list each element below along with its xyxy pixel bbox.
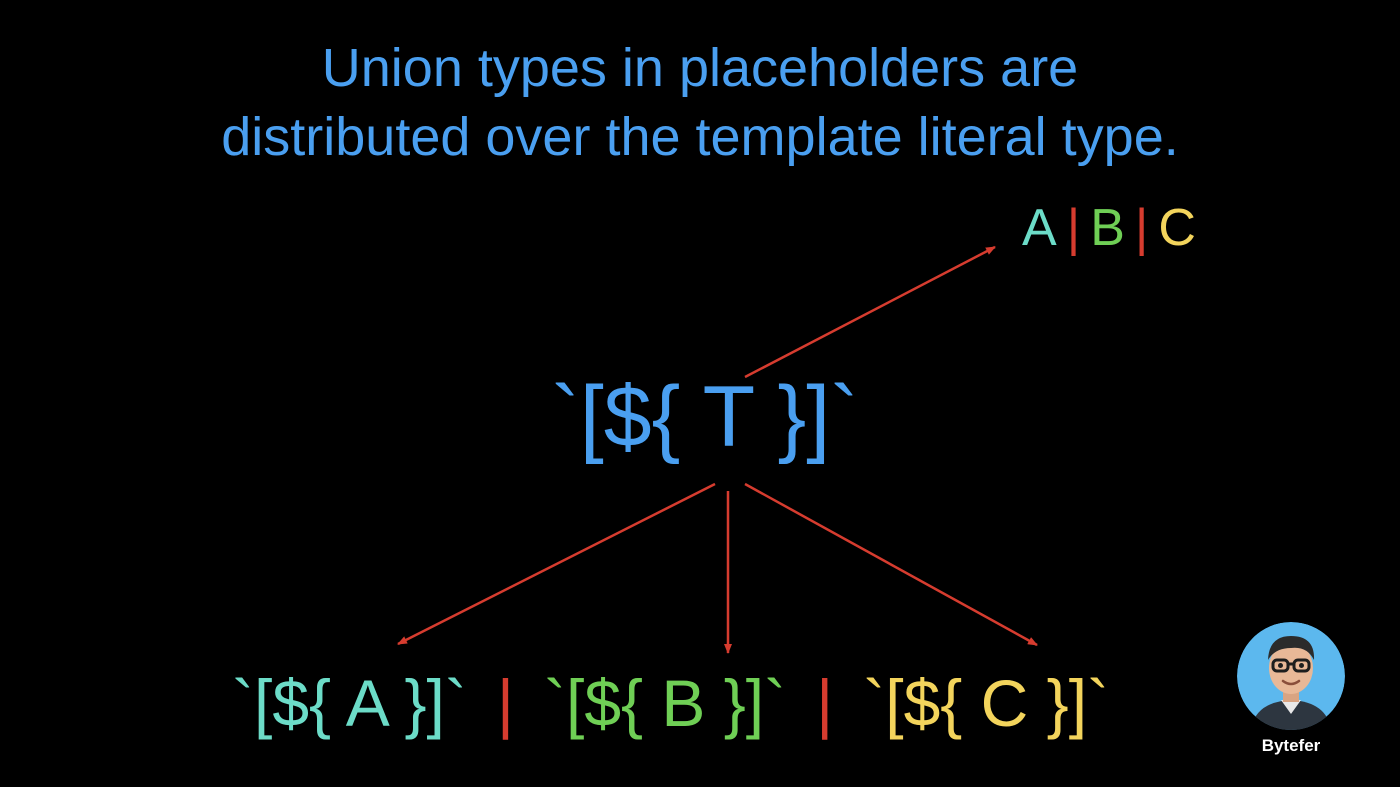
result-separator-2: | bbox=[816, 666, 834, 740]
result-union: `[${ A }]` | `[${ B }]` | `[${ C }]` bbox=[232, 655, 1109, 751]
title-line-1: Union types in placeholders are bbox=[321, 38, 1079, 98]
result-template-b: `[${ B }]` bbox=[544, 666, 787, 740]
result-template-c: `[${ C }]` bbox=[863, 666, 1110, 740]
brand-label: Bytefer bbox=[1261, 736, 1321, 755]
result-template-a: `[${ A }]` bbox=[232, 666, 467, 740]
union-member-a: A bbox=[1022, 199, 1057, 257]
arrow-to-result-a bbox=[397, 482, 716, 646]
union-type-abc: A|B|C bbox=[1022, 196, 1196, 260]
arrow-to-union bbox=[744, 245, 996, 379]
template-literal-t: `[${ T }]` bbox=[551, 369, 859, 465]
union-member-c: C bbox=[1158, 199, 1196, 257]
result-separator-1: | bbox=[496, 666, 514, 740]
union-separator-2: | bbox=[1134, 199, 1149, 257]
union-member-b: B bbox=[1090, 199, 1125, 257]
arrow-to-result-c bbox=[744, 482, 1038, 647]
union-separator-1: | bbox=[1066, 199, 1081, 257]
title-line-2: distributed over the template literal ty… bbox=[221, 107, 1179, 167]
avatar bbox=[1237, 622, 1345, 730]
